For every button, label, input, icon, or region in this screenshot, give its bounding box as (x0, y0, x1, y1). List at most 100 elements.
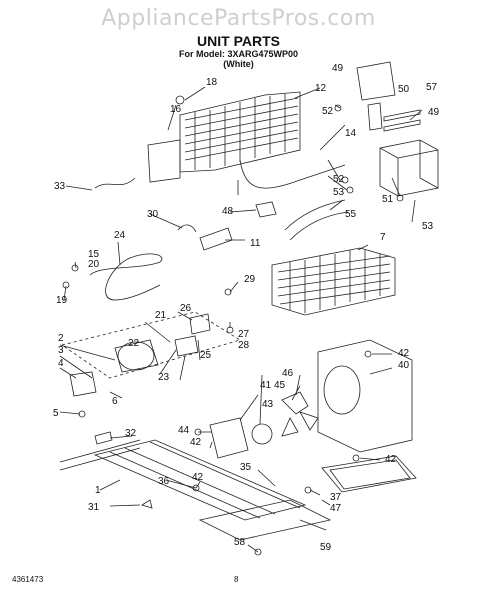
callout-1: 1 (95, 485, 101, 496)
access-cover (198, 499, 332, 541)
callout-40: 40 (398, 360, 410, 371)
compressor-mount (69, 371, 97, 397)
foam-strips (383, 109, 421, 132)
drain-pan (321, 455, 417, 493)
callout-48: 48 (222, 206, 234, 217)
callout-49: 49 (332, 63, 344, 74)
callout-28: 28 (238, 340, 250, 351)
callout-42-2: 42 (190, 437, 202, 448)
callout-31: 31 (88, 502, 100, 513)
tubing-30 (177, 224, 197, 233)
callout-55: 55 (345, 209, 357, 220)
capillary-tube (89, 253, 163, 301)
evaporator-coil (271, 247, 396, 316)
callout-35: 35 (240, 462, 252, 473)
callout-14: 14 (345, 128, 357, 139)
drain-heater (239, 159, 346, 189)
document-number: 4361473 (12, 575, 44, 584)
callout-52: 52 (322, 106, 334, 117)
screw-52b (341, 176, 349, 184)
filter-drier (199, 227, 233, 251)
fan-blade (281, 391, 319, 437)
callout-11: 11 (250, 238, 261, 249)
callout-21: 21 (155, 310, 167, 321)
callout-58: 58 (234, 537, 246, 548)
callout-27: 27 (238, 329, 250, 340)
callout-51: 51 (382, 194, 394, 205)
callout-15: 15 (88, 249, 100, 260)
watermark: AppliancePartsPros.com (101, 6, 376, 31)
screw-37 (304, 486, 312, 494)
compressor (114, 339, 159, 373)
callout-57: 57 (426, 82, 438, 93)
callout-41: 41 (260, 380, 272, 391)
callout-12: 12 (315, 83, 327, 94)
callout-33: 33 (54, 181, 66, 192)
callout-7: 7 (380, 232, 386, 243)
screw-51 (396, 194, 404, 202)
screw-15 (71, 264, 79, 272)
callout-42-3: 42 (192, 472, 204, 483)
callout-36: 36 (158, 476, 170, 487)
callout-32: 32 (125, 428, 137, 439)
callout-16: 16 (170, 104, 182, 115)
grommet-18 (175, 95, 185, 105)
fan-motor (209, 417, 249, 459)
callout-26: 26 (180, 303, 192, 314)
callout-50: 50 (398, 84, 410, 95)
overload-26 (189, 313, 211, 335)
callout-19: 19 (56, 295, 68, 306)
callout-30: 30 (147, 209, 159, 220)
callout-49-5: 49 (428, 107, 440, 118)
callout-52-6: 52 (333, 174, 345, 185)
callout-43: 43 (262, 399, 274, 410)
callout-53-7: 53 (422, 221, 434, 232)
callout-25: 25 (200, 350, 212, 361)
callout-5: 5 (53, 408, 59, 419)
callout-2: 2 (58, 333, 64, 344)
callout-46: 46 (282, 368, 294, 379)
rail-1 (59, 439, 141, 471)
spacer-32 (94, 431, 113, 445)
screw-36 (192, 484, 200, 492)
screw-42b (352, 454, 360, 462)
callout-3: 3 (58, 345, 64, 356)
fan-shroud (317, 339, 413, 453)
callout-labels: 1234567111214151618192021222324252627282… (53, 63, 440, 553)
callout-47: 47 (330, 503, 342, 514)
callout-23: 23 (158, 372, 170, 383)
relay-23 (174, 335, 199, 357)
color-line: (White) (223, 59, 254, 69)
callout-18: 18 (206, 77, 218, 88)
callout-44: 44 (178, 425, 190, 436)
callout-4: 4 (58, 358, 64, 369)
cover-plate (356, 61, 396, 101)
diagram-title: UNIT PARTS (197, 33, 280, 49)
screw-29 (224, 288, 232, 296)
callout-29: 29 (244, 274, 256, 285)
compressor-group-outline (61, 311, 241, 379)
screw-52a (334, 104, 342, 112)
base-frame (93, 439, 307, 521)
page-number: 8 (234, 575, 239, 584)
callout-22: 22 (128, 338, 140, 349)
coil-bracket (147, 139, 181, 183)
connector-48 (255, 201, 277, 218)
relay-cover (379, 139, 439, 197)
motor-hub (251, 423, 273, 445)
callout-20: 20 (88, 259, 100, 270)
callout-24: 24 (114, 230, 126, 241)
clip-31 (141, 499, 153, 509)
callout-45: 45 (274, 380, 286, 391)
callout-53: 53 (333, 187, 345, 198)
screw-42a (364, 350, 372, 358)
screw-58 (254, 548, 262, 556)
callout-6: 6 (112, 396, 118, 407)
callout-37: 37 (330, 492, 342, 503)
power-cord-lead (94, 177, 136, 189)
callout-59: 59 (320, 542, 332, 553)
model-line: For Model: 3XARG475WP00 (178, 49, 299, 59)
wire-harness (284, 199, 346, 231)
